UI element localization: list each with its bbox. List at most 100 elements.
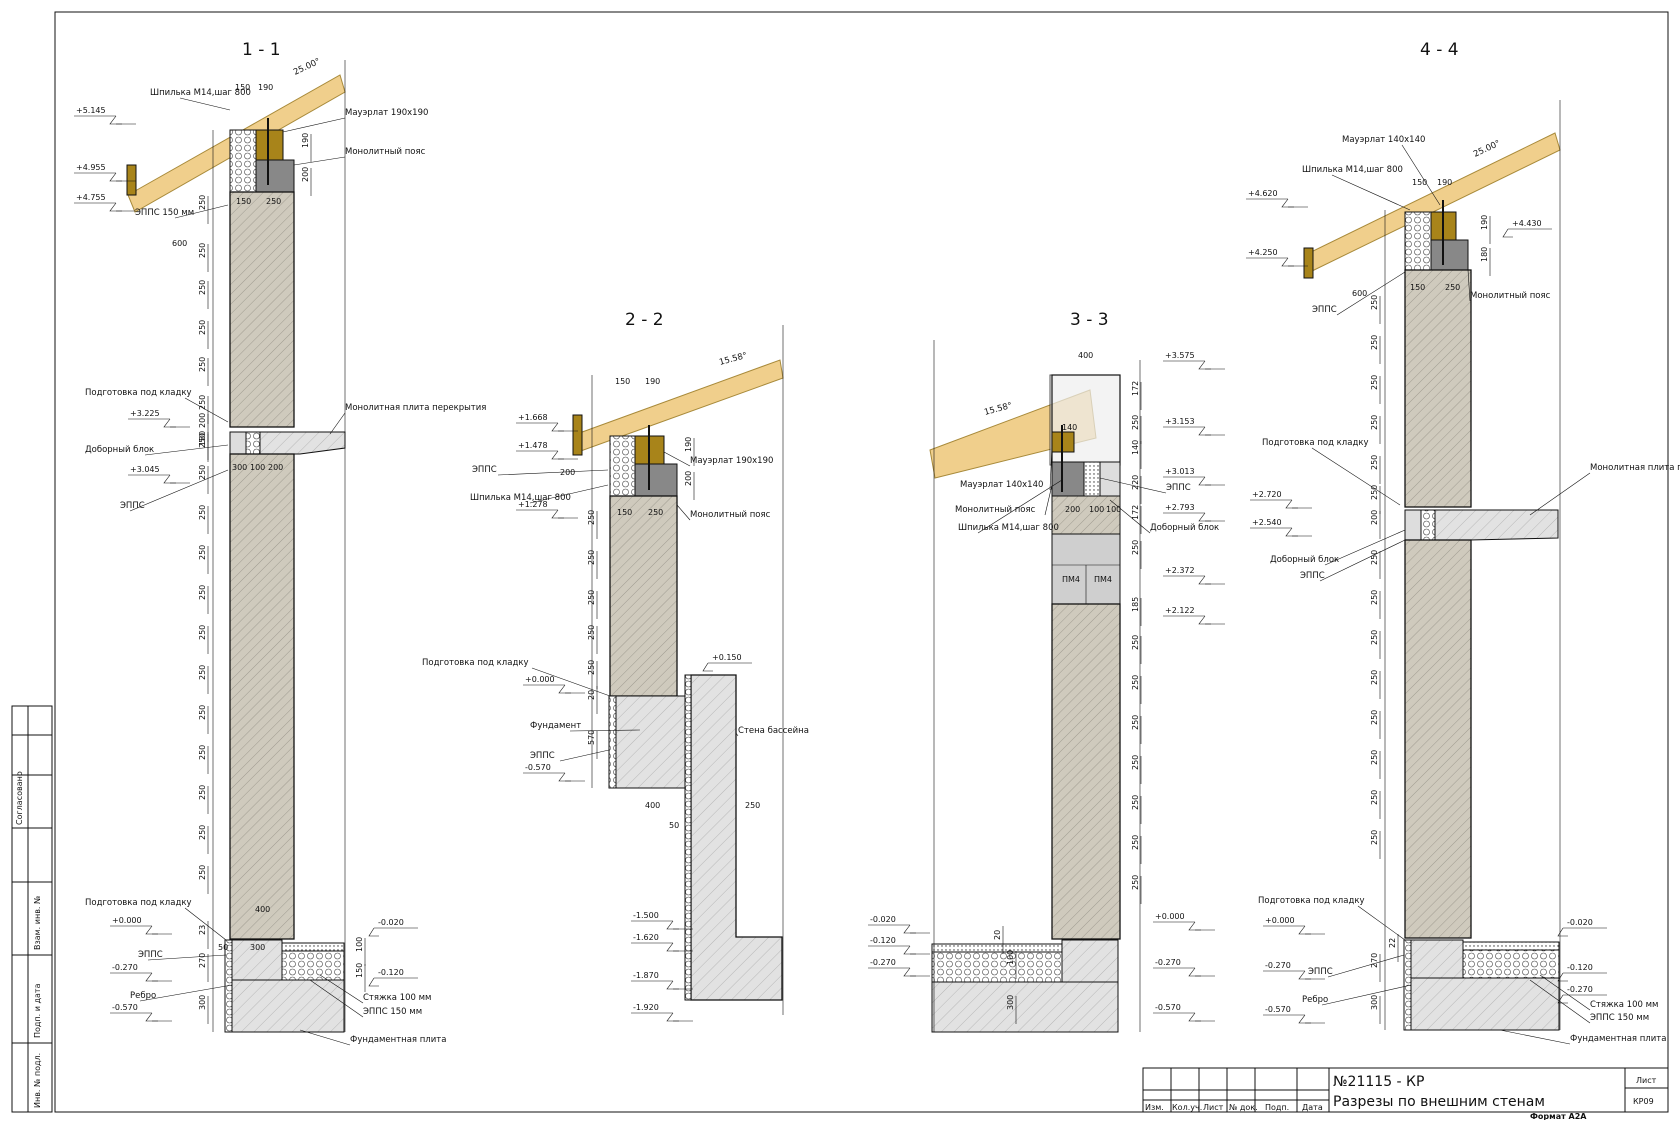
dimension: 250	[745, 801, 760, 810]
callout-label: Доборный блок	[85, 445, 154, 455]
lintel-1: ПМ4	[1062, 575, 1080, 584]
dimension: 150	[615, 377, 630, 386]
roof-angle: 15.58°	[718, 351, 748, 368]
foundation-slab	[1410, 977, 1560, 1031]
callout-label: Мауэрлат 190х190	[690, 456, 773, 466]
dimension: 190	[684, 437, 693, 452]
callout-label: Доборный блок	[1270, 555, 1339, 565]
stamp-replace-inv: Взам. инв. №	[33, 895, 42, 950]
dimension: 140	[1131, 440, 1140, 455]
elevation-mark: +2.720	[1252, 490, 1282, 499]
floor-slab	[259, 431, 346, 455]
wall-block-lower	[1404, 539, 1472, 939]
elevation-mark: +3.153	[1165, 417, 1195, 426]
callout-label: ЭППС 150 мм	[1590, 1013, 1649, 1023]
dimension: 150	[235, 83, 250, 92]
dimension: 172	[1131, 505, 1140, 520]
dimension: 20	[587, 690, 596, 700]
elevation-mark: +0.000	[112, 916, 142, 925]
dimension: 250	[1370, 485, 1379, 500]
dimension: 250	[198, 195, 207, 210]
filler-block	[1404, 509, 1422, 541]
callout-label: Фундаментная плита	[1570, 1034, 1666, 1044]
dimension: 150	[1410, 283, 1425, 292]
callout-label: Монолитная плита перекрытия	[1590, 463, 1680, 473]
tb-col-doc: № док.	[1229, 1103, 1258, 1112]
elevation-mark: +4.755	[76, 193, 106, 202]
elevation-mark: -0.120	[378, 968, 404, 977]
elevation-mark: -0.270	[1265, 961, 1291, 970]
foundation-slab	[231, 979, 345, 1033]
dimension: 200	[1065, 505, 1080, 514]
elevation-mark: -1.500	[633, 911, 659, 920]
dimension: 185	[1131, 597, 1140, 612]
dimension: 250	[1370, 295, 1379, 310]
dimension: 200	[268, 463, 283, 472]
foundation-rib	[1061, 939, 1119, 983]
dimension: 250	[198, 665, 207, 680]
elevation-mark: +1.478	[518, 441, 548, 450]
wall-block	[609, 495, 678, 697]
dimension: 50	[669, 821, 679, 830]
dimension: 400	[645, 801, 660, 810]
foundation	[615, 695, 692, 789]
callout-label: Подготовка под кладку	[85, 898, 192, 908]
tb-col-sheet: Лист	[1203, 1103, 1224, 1112]
elevation-mark: +4.620	[1248, 189, 1278, 198]
dimension: 250	[1370, 415, 1379, 430]
foundation-slab	[931, 981, 1119, 1033]
callout-label: Мауэрлат 140х140	[960, 480, 1043, 490]
foundation-rib	[231, 939, 283, 981]
dimension: 570	[587, 730, 596, 745]
dimension: 250	[1370, 375, 1379, 390]
monolithic-belt	[255, 159, 295, 193]
dimension: 100	[1089, 505, 1104, 514]
section-1-title: 1 - 1	[242, 40, 281, 60]
screed	[281, 942, 345, 952]
callout-label: Стена бассейна	[738, 726, 809, 736]
tb-col-count: Кол.уч.	[1172, 1103, 1202, 1112]
dimension: 600	[1352, 289, 1367, 298]
rafter-end	[572, 414, 583, 456]
dimension: 190	[1437, 178, 1452, 187]
dimension: 250	[587, 550, 596, 565]
dimension: 250	[198, 705, 207, 720]
elevation-mark: -0.020	[1567, 918, 1593, 927]
filler-block	[1099, 461, 1121, 497]
stamp-sign-date: Подп. и дата	[33, 983, 42, 1038]
tb-code: №21115 - КР	[1333, 1074, 1424, 1090]
dimension: 250	[1131, 715, 1140, 730]
elevation-mark: -0.270	[870, 958, 896, 967]
dimension: 140	[1062, 423, 1077, 432]
elevation-mark: +2.540	[1252, 518, 1282, 527]
dimension: 100	[1006, 950, 1015, 965]
callout-label: Монолитный пояс	[690, 510, 771, 520]
elevation-mark: -0.020	[870, 915, 896, 924]
dimension: 250	[198, 395, 207, 410]
elevation-mark: +0.150	[712, 653, 742, 662]
dimension: 250	[1445, 283, 1460, 292]
dimension: 200	[684, 471, 693, 486]
sheet-frame	[54, 11, 1669, 1113]
callout-label: Мауэрлат 190х190	[345, 108, 428, 118]
dimension: 250	[1370, 335, 1379, 350]
dimension: 250	[198, 465, 207, 480]
elevation-mark: +1.278	[518, 500, 548, 509]
wall-block-lower	[229, 453, 295, 940]
elevation-mark: +3.225	[130, 409, 160, 418]
dimension: 270	[1370, 953, 1379, 968]
callout-label: Ребро	[1302, 995, 1328, 1005]
elevation-mark: -0.570	[525, 763, 551, 772]
roof-angle: 25.00°	[1472, 139, 1502, 160]
elevation-mark: -0.270	[112, 963, 138, 972]
dimension: 250	[1370, 590, 1379, 605]
elevation-mark: +4.955	[76, 163, 106, 172]
dimension: 250	[1370, 670, 1379, 685]
dimension: 150	[1412, 178, 1427, 187]
dimension: 100	[1106, 505, 1121, 514]
dimension: 250	[1370, 830, 1379, 845]
